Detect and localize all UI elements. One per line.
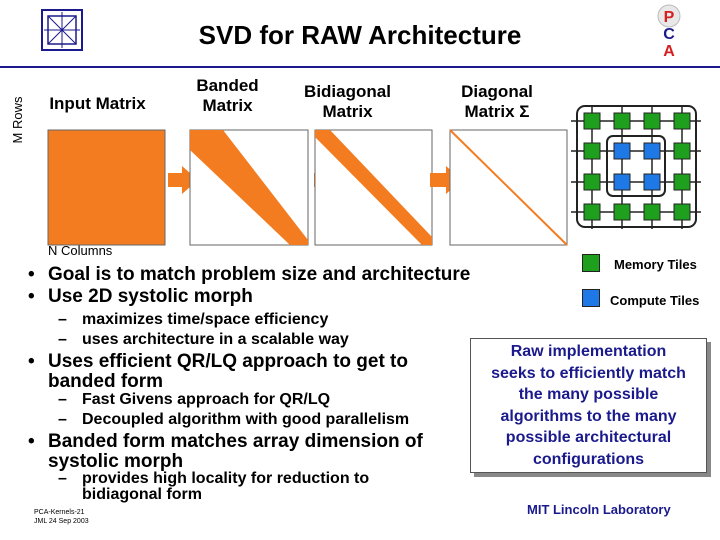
raw-tile-array [571, 105, 701, 229]
memory-tile-swatch [582, 254, 600, 272]
bidiagonal-band [315, 130, 432, 245]
slide-title: SVD for RAW Architecture [198, 20, 522, 50]
sub-bullet-scalable: –uses architecture in a scalable way [58, 331, 349, 348]
pca-logo: P C A [657, 4, 681, 58]
lincoln-logo [41, 9, 83, 51]
compute-tile-swatch [582, 289, 600, 307]
mit-lincoln-laboratory: MIT Lincoln Laboratory [527, 502, 671, 517]
sub-bullet-decoupled: –Decoupled algorithm with good paralleli… [58, 411, 410, 428]
bullet-goal: •Goal is to match problem size and archi… [28, 264, 471, 285]
svg-text:C: C [663, 26, 675, 43]
m-rows-label: M Rows [10, 96, 25, 144]
diagonal-line [449, 129, 568, 246]
input-matrix [47, 129, 166, 246]
banded-band [190, 130, 308, 245]
matrix-pipeline [47, 129, 568, 246]
compute-tiles-label: Compute Tiles [610, 293, 700, 308]
n-columns-label: N Columns [48, 243, 113, 258]
sub-bullet-locality: –provides high locality for reduction to… [58, 470, 370, 503]
input-matrix-label: Input Matrix [49, 94, 146, 113]
bullet-systolic-morph: •Use 2D systolic morph [28, 286, 253, 307]
memory-tiles-label: Memory Tiles [614, 257, 697, 272]
arrow-1 [168, 166, 198, 194]
sub-bullet-efficiency: –maximizes time/space efficiency [58, 311, 329, 328]
sub-bullet-givens: –Fast Givens approach for QR/LQ [58, 391, 331, 408]
title-rule [0, 66, 720, 68]
bullet-qr-lq: •Uses efficient QR/LQ approach to get to… [28, 351, 408, 392]
svg-text:A: A [663, 43, 675, 58]
svg-text:P: P [664, 9, 675, 26]
